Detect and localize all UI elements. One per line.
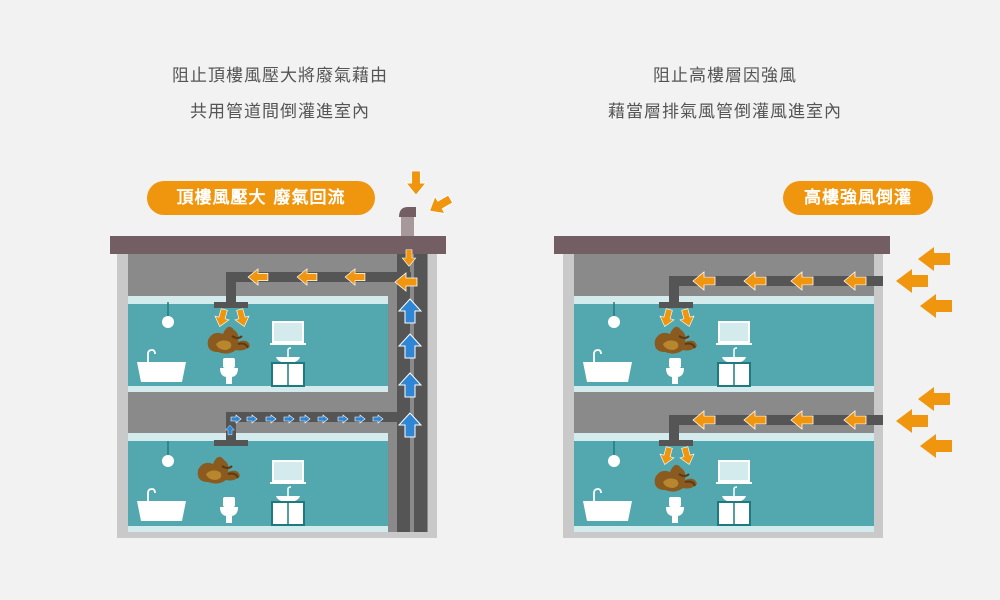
left-caption-line1: 阻止頂樓風壓大將廢氣藉由 (172, 66, 388, 86)
left-caption: 阻止頂樓風壓大將廢氣藉由 共用管道間倒灌進室內 (120, 58, 440, 130)
right-building (554, 236, 952, 538)
right-badge: 高樓強風倒灌 (783, 181, 933, 215)
strong-wind-arrows-lower (896, 387, 952, 458)
left-roof (110, 236, 446, 254)
left-caption-line2: 共用管道間倒灌進室內 (190, 102, 370, 122)
strong-wind-arrows-upper (896, 247, 952, 318)
right-caption-line1: 阻止高樓層因強風 (653, 66, 797, 86)
right-caption: 阻止高樓層因強風 藉當層排氣風管倒灌風進室內 (555, 58, 895, 130)
right-roof (554, 236, 890, 254)
left-badge: 頂樓風壓大 廢氣回流 (147, 181, 375, 215)
right-caption-line2: 藉當層排氣風管倒灌風進室內 (608, 102, 842, 122)
left-building (110, 170, 456, 538)
